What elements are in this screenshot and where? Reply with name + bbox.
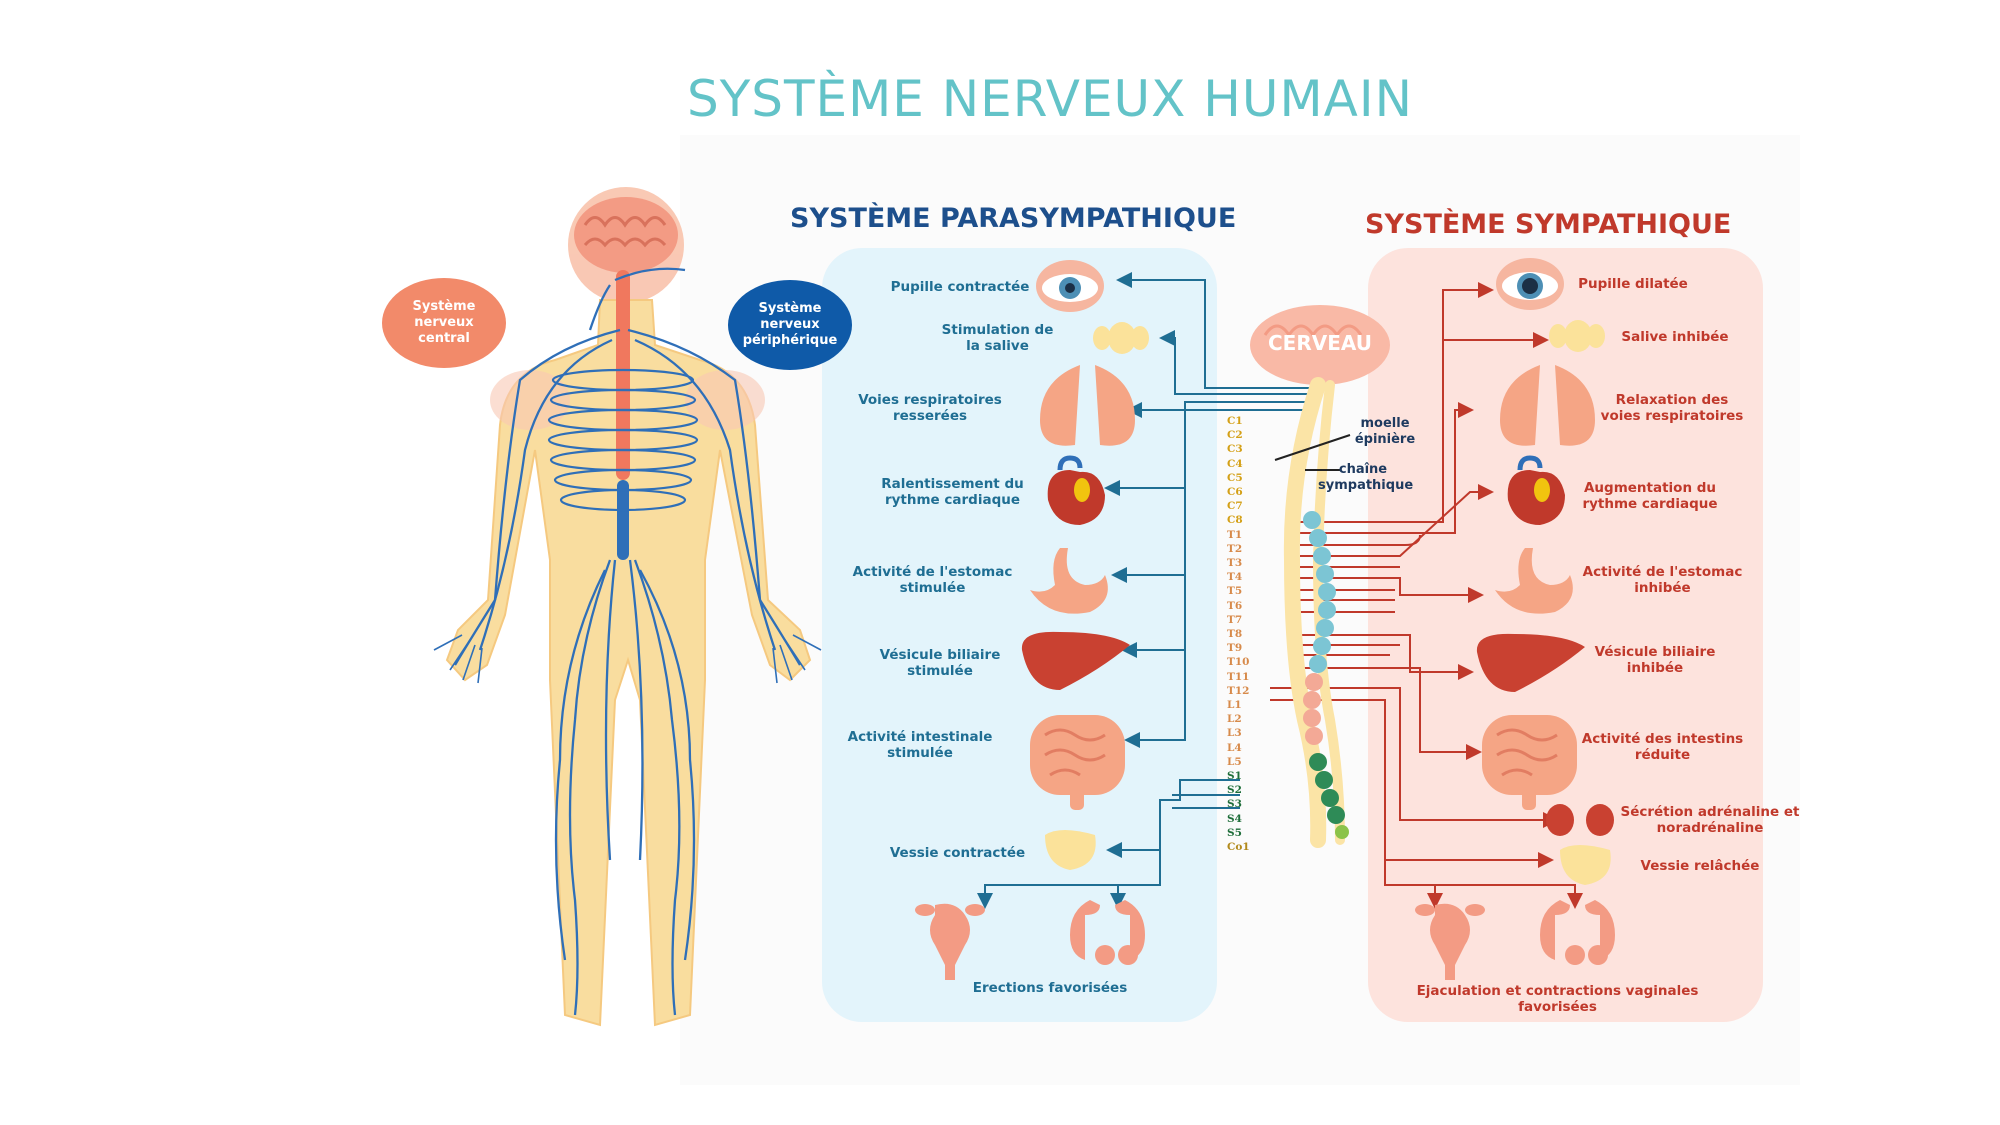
para-label-reproductive: Erections favorisées [972,980,1128,996]
spinal-segment-t8: T8 [1227,628,1243,640]
spinal-segment-c8: C8 [1227,514,1243,527]
stomach-icon [1030,548,1108,614]
symp-label-pupil: Pupille dilatée [1578,276,1688,292]
central-nervous-system-label: Système nerveux central [412,299,476,346]
spinal-segment-s3: S3 [1227,798,1242,811]
sympathetic-heading: SYSTÈME SYMPATHIQUE [1365,209,1732,240]
spinal-segment-c6: C6 [1227,486,1243,498]
spinal-segment-t12: T12 [1227,684,1250,697]
spinal-segment-c1: C1 [1227,415,1243,427]
spinal-segment-t5: T5 [1227,585,1243,598]
symp-label-stomach: Activité de l'estomac inhibée [1582,564,1743,596]
symp-label-reproductive: Ejaculation et contractions vaginales fa… [1416,983,1699,1015]
spinal-segment-t2: T2 [1227,542,1243,555]
brain-icon [574,197,678,273]
stomach-icon [1495,548,1573,614]
sympathetic-panel [1368,248,1763,1022]
spinal-segment-l5: L5 [1227,755,1242,768]
spinal-segment-co1: Co1 [1227,841,1250,853]
heart-icon [1507,455,1565,525]
spinal-segment-t4: T4 [1227,571,1243,584]
symp-label-adrenal: Sécrétion adrénaline et noradrénaline [1620,804,1800,836]
spinal-segment-c3: C3 [1227,443,1243,456]
liver-icon [1476,633,1585,692]
symp-label-saliva: Salive inhibée [1621,329,1729,345]
spinal-segment-c4: C4 [1227,457,1243,470]
intestines-icon [1030,715,1125,810]
reproductive-organs-icon [915,900,1145,980]
peripheral-nervous-system-label: Système nerveux périphérique [742,301,838,348]
spinal-segment-t11: T11 [1227,670,1250,683]
page-title: SYSTÈME NERVEUX HUMAIN [686,70,1413,128]
spinal-segment-s5: S5 [1227,826,1242,839]
para-label-saliva: Stimulation de la salive [941,322,1054,354]
spinal-segment-l4: L4 [1227,741,1242,754]
spinal-segment-t9: T9 [1227,642,1243,655]
para-label-stomach: Activité de l'estomac stimulée [852,564,1013,596]
spinal-segment-c5: C5 [1227,471,1243,484]
symp-label-bladder: Vessie relâchée [1640,858,1760,874]
brain-label: CERVEAU [1268,331,1372,355]
spinal-segment-c2: C2 [1227,429,1243,442]
eye-icon [1496,258,1564,310]
bladder-icon [1560,845,1611,885]
spinal-segment-t6: T6 [1227,599,1243,612]
spinal-segment-t3: T3 [1227,557,1243,569]
heart-icon [1047,455,1105,525]
spinal-segment-l2: L2 [1227,713,1242,726]
para-label-pupil: Pupille contractée [890,279,1030,295]
bladder-icon [1045,830,1096,870]
spinal-cord-band [1283,377,1327,848]
body-outline-shading [490,370,765,430]
peripheral-nervous-system-badge: Système nerveux périphérique [728,280,852,370]
spinal-segment-l1: L1 [1227,699,1242,711]
symp-label-heart: Augmentation du rythme cardiaque [1582,480,1718,512]
para-label-intestines: Activité intestinale stimulée [847,729,993,761]
central-nervous-system-badge: Système nerveux central [382,278,506,368]
spinal-cord [616,270,630,480]
symp-label-intestines: Activité des intestins réduite [1581,731,1744,763]
spinal-segment-s2: S2 [1227,784,1242,797]
adrenal-gland-icon [1546,804,1614,836]
spinal-segment-s4: S4 [1227,812,1242,825]
symp-label-airways: Relaxation des voies respiratoires [1600,392,1744,424]
eye-icon [1036,260,1104,312]
brain-icon [1250,305,1390,385]
spinal-segment-s1: S1 [1227,770,1242,782]
para-label-heart: Ralentissement du rythme cardiaque [881,476,1024,508]
para-label-bladder: Vessie contractée [889,845,1026,861]
reproductive-organs-icon [1415,900,1615,980]
para-label-gallbladder: Vésicule biliaire stimulée [879,647,1001,679]
peripheral-nerves [454,267,801,1016]
spinal-segment-c7: C7 [1227,500,1243,513]
spinal-segment-t1: T1 [1227,528,1243,541]
intestines-icon [1482,715,1577,810]
sympathetic-chain [1303,511,1349,839]
liver-icon [1021,631,1130,690]
hand-nerves [433,634,822,684]
sympathetic-chain-label: chaîne sympathique [1318,462,1414,493]
parasympathetic-heading: SYSTÈME PARASYMPATHIQUE [790,203,1237,234]
lungs-icon [1040,365,1135,446]
spinal-cord-label: moelle épinière [1354,416,1416,447]
salivary-gland-icon [1549,320,1605,352]
spinal-segment-t10: T10 [1227,656,1250,669]
lungs-icon [1500,365,1595,446]
para-label-airways: Voies respiratoires resserées [858,392,1002,424]
spinal-segment-t7: T7 [1227,613,1243,626]
spinal-segment-l3: L3 [1227,727,1242,740]
symp-label-gallbladder: Vésicule biliaire inhibée [1594,644,1716,676]
salivary-gland-icon [1093,322,1149,354]
ribs [547,368,699,512]
